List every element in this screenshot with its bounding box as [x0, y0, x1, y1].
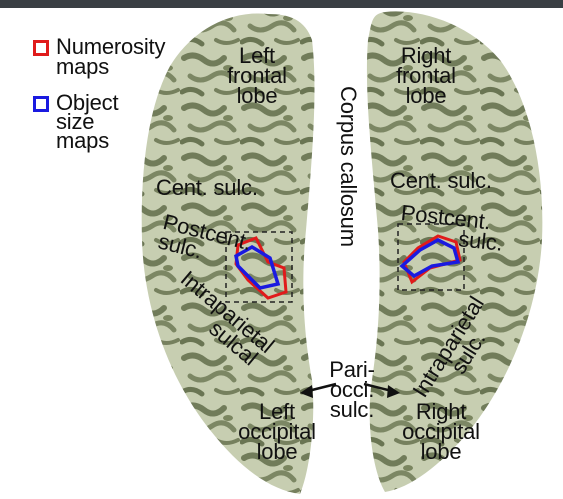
object-size-legend-swatch: [33, 96, 49, 112]
cent-sulc-right-label: Cent. sulc.: [390, 171, 492, 191]
corpus-callosum-label: Corpus callosum: [338, 86, 358, 247]
numerosity-legend-swatch: [33, 40, 49, 56]
cent-sulc-left-label: Cent. sulc.: [156, 178, 258, 198]
